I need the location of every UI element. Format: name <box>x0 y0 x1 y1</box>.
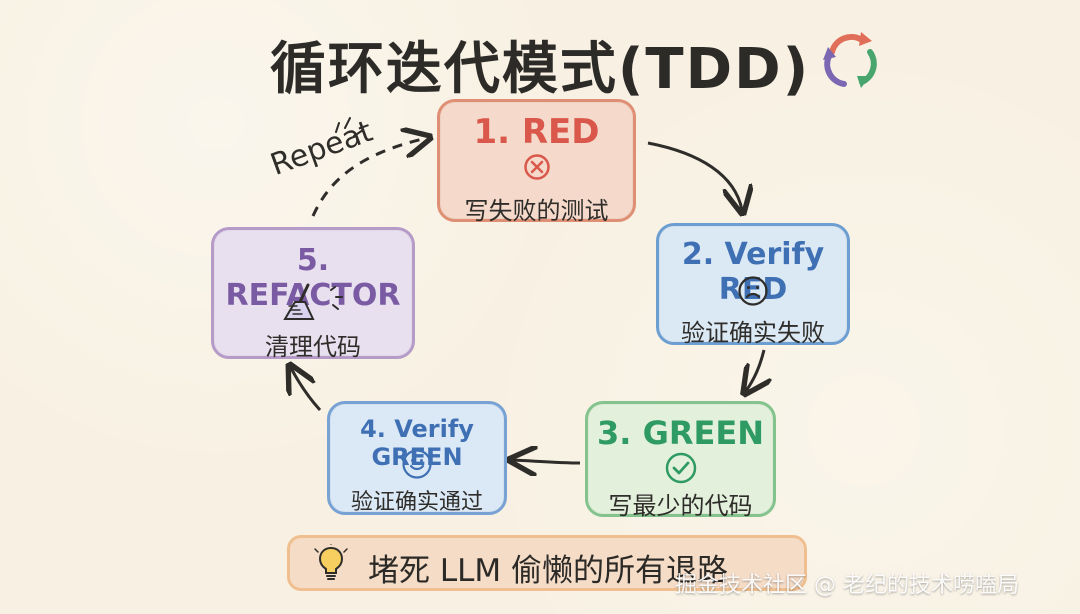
step-red-card: 1. RED 写失败的测试 <box>437 99 636 225</box>
tip-banner: 堵死 LLM 偷懒的所有退路 <box>287 535 807 591</box>
page-title: 循环迭代模式(TDD) <box>269 37 811 102</box>
step-verify-red-description: 验证确实失败 <box>681 319 825 347</box>
repeat-label: Repeat <box>266 113 378 183</box>
step-refactor-title: 5. REFACTOR <box>225 243 401 313</box>
check-circle-icon <box>665 452 696 484</box>
arrow-verify-green-to-refactor <box>291 368 322 412</box>
arrow-red-to-verify-red <box>647 141 742 210</box>
step-green-description: 写最少的代码 <box>608 492 753 520</box>
step-verify-green-card: 4. Verify GREEN 验证确实通过 <box>327 401 507 515</box>
arrow-green-to-verify-green <box>513 460 581 463</box>
smile-face-icon <box>402 449 432 479</box>
tip-text: 堵死 LLM 偷懒的所有退路 <box>368 553 728 589</box>
arrow-verify-red-to-green <box>746 349 764 391</box>
step-refactor-card: 5. REFACTOR 清理代码 <box>211 227 415 361</box>
step-green-title: 3. GREEN <box>597 414 764 452</box>
step-verify-green-description: 验证确实通过 <box>350 490 483 515</box>
watermark: 掘金技术社区 @ 老纪的技术唠嗑局 <box>675 573 1019 598</box>
step-red-title: 1. RED <box>473 112 600 152</box>
step-verify-red-card: 2. Verify RED 验证确实失败 <box>656 223 850 347</box>
step-refactor-description: 清理代码 <box>265 333 361 361</box>
step-red-description: 写失败的测试 <box>464 197 609 225</box>
x-circle-icon <box>523 154 550 180</box>
cycle-icon <box>823 32 877 88</box>
lightbulb-icon <box>314 544 348 580</box>
step-green-card: 3. GREEN 写最少的代码 <box>585 401 776 520</box>
sad-face-icon <box>738 276 768 306</box>
broom-icon <box>283 283 343 320</box>
step-verify-green-title: 4. Verify GREEN <box>360 415 474 471</box>
